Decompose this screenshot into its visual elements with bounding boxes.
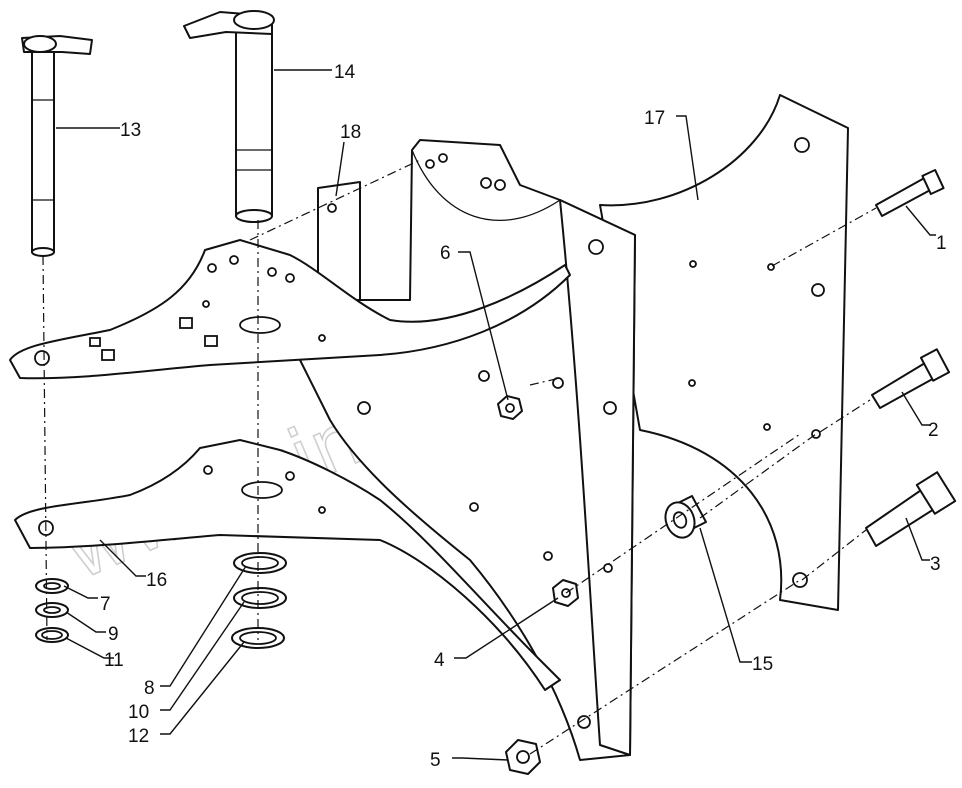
callout-13: 13 [120,120,141,141]
bolt-3 [865,471,957,547]
callout-3: 3 [930,554,941,575]
pin-14 [183,10,275,223]
callout-16: 16 [146,570,167,591]
nut-4 [552,579,579,607]
right-ring-stack [231,552,287,649]
callout-5: 5 [430,750,441,771]
bolt-1 [875,168,945,217]
bolt-2 [871,348,951,409]
lower-swing-arm [14,439,561,691]
callout-17: 17 [644,108,665,129]
callout-6: 6 [440,243,451,264]
callout-15: 15 [752,654,773,675]
callout-4: 4 [434,650,445,671]
callout-9: 9 [108,624,119,645]
rear-mounting-plate [599,94,849,611]
callout-1: 1 [936,233,947,254]
upper-swing-arm [9,239,571,380]
assembly-center-lines [42,159,877,755]
callout-11: 11 [104,650,124,671]
spacer-15 [664,495,707,539]
main-frame-plate [299,139,775,761]
bracket-plate [317,181,361,301]
leader-lines [56,69,936,761]
callout-10: 10 [128,702,149,723]
callout-8: 8 [144,678,155,699]
callout-7: 7 [100,594,111,615]
callout-2: 2 [928,420,939,441]
callout-labels: 1 2 3 4 5 6 7 8 9 10 11 12 13 14 15 16 1… [100,62,947,771]
callout-14: 14 [334,62,356,83]
left-ring-stack [35,578,69,643]
nut-5 [505,739,541,775]
callout-12: 12 [128,726,149,747]
pin-13 [21,35,93,257]
callout-18: 18 [340,122,361,143]
